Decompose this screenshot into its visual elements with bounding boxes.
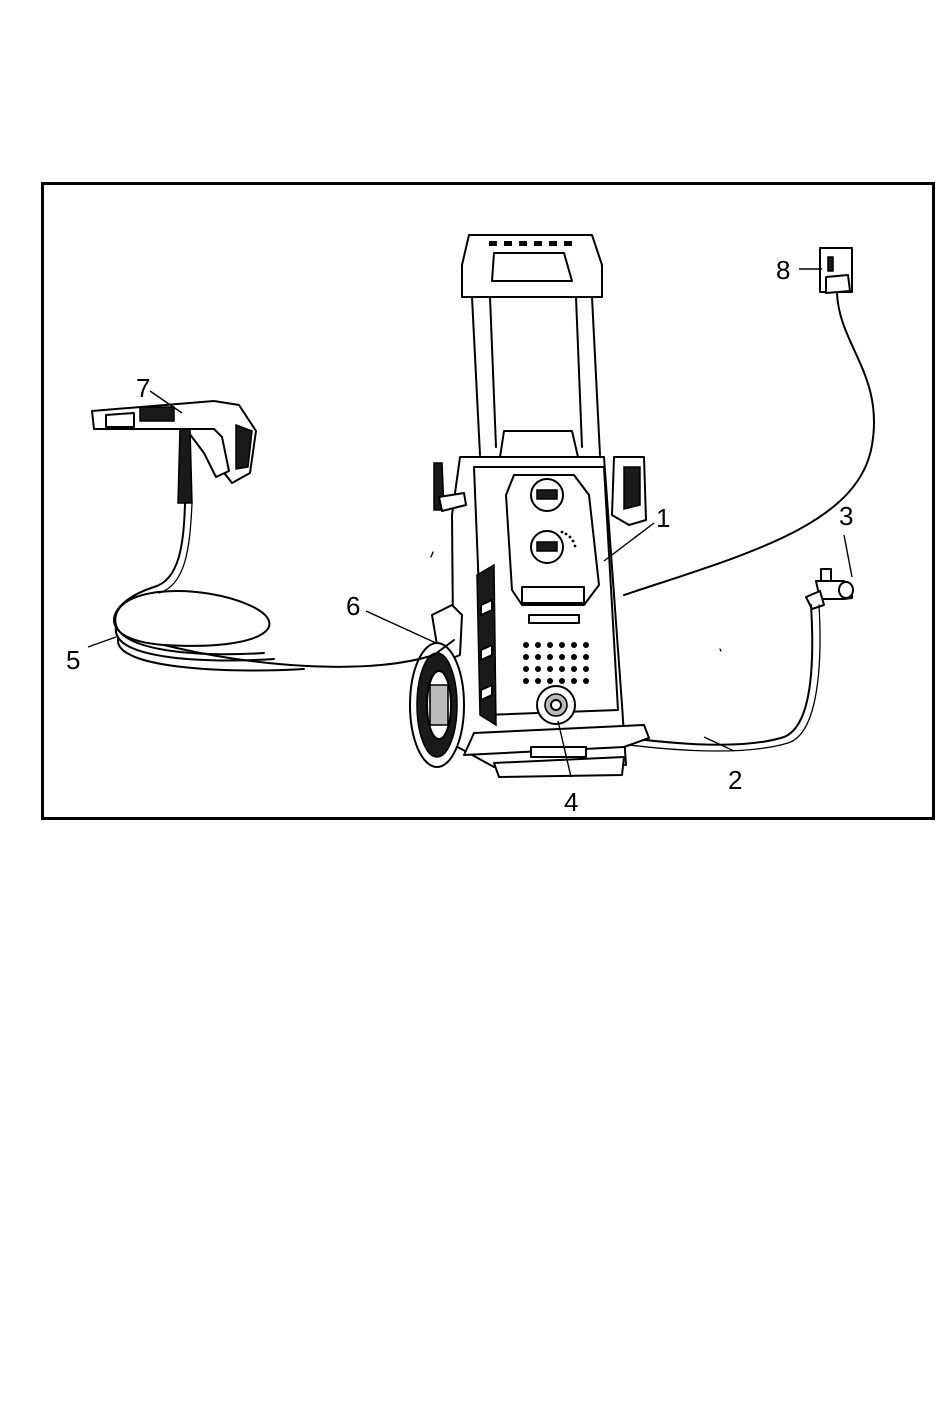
spray-gun	[92, 401, 256, 503]
water-tap-icon	[806, 569, 853, 609]
wall-socket	[820, 248, 852, 293]
callout-7: 7	[136, 373, 150, 403]
stray-mark	[720, 649, 721, 651]
leader-1	[604, 523, 654, 561]
wheel	[410, 643, 464, 767]
callout-1: 1	[656, 503, 670, 533]
callout-8: 8	[776, 255, 790, 285]
leader-5	[88, 637, 116, 647]
stray-mark	[431, 552, 433, 557]
pressure-washer-diagram: 1 2 3 4 5 6 7 8	[44, 185, 932, 817]
callout-5: 5	[66, 645, 80, 675]
leader-3	[844, 535, 852, 577]
high-pressure-hose	[114, 503, 454, 671]
leader-6	[366, 611, 436, 643]
power-cord	[624, 293, 874, 595]
callout-3: 3	[839, 501, 853, 531]
callout-4: 4	[564, 787, 578, 817]
callout-2: 2	[728, 765, 742, 795]
figure-frame: 1 2 3 4 5 6 7 8	[41, 182, 935, 820]
pressure-washer-body	[410, 235, 649, 777]
callout-6: 6	[346, 591, 360, 621]
